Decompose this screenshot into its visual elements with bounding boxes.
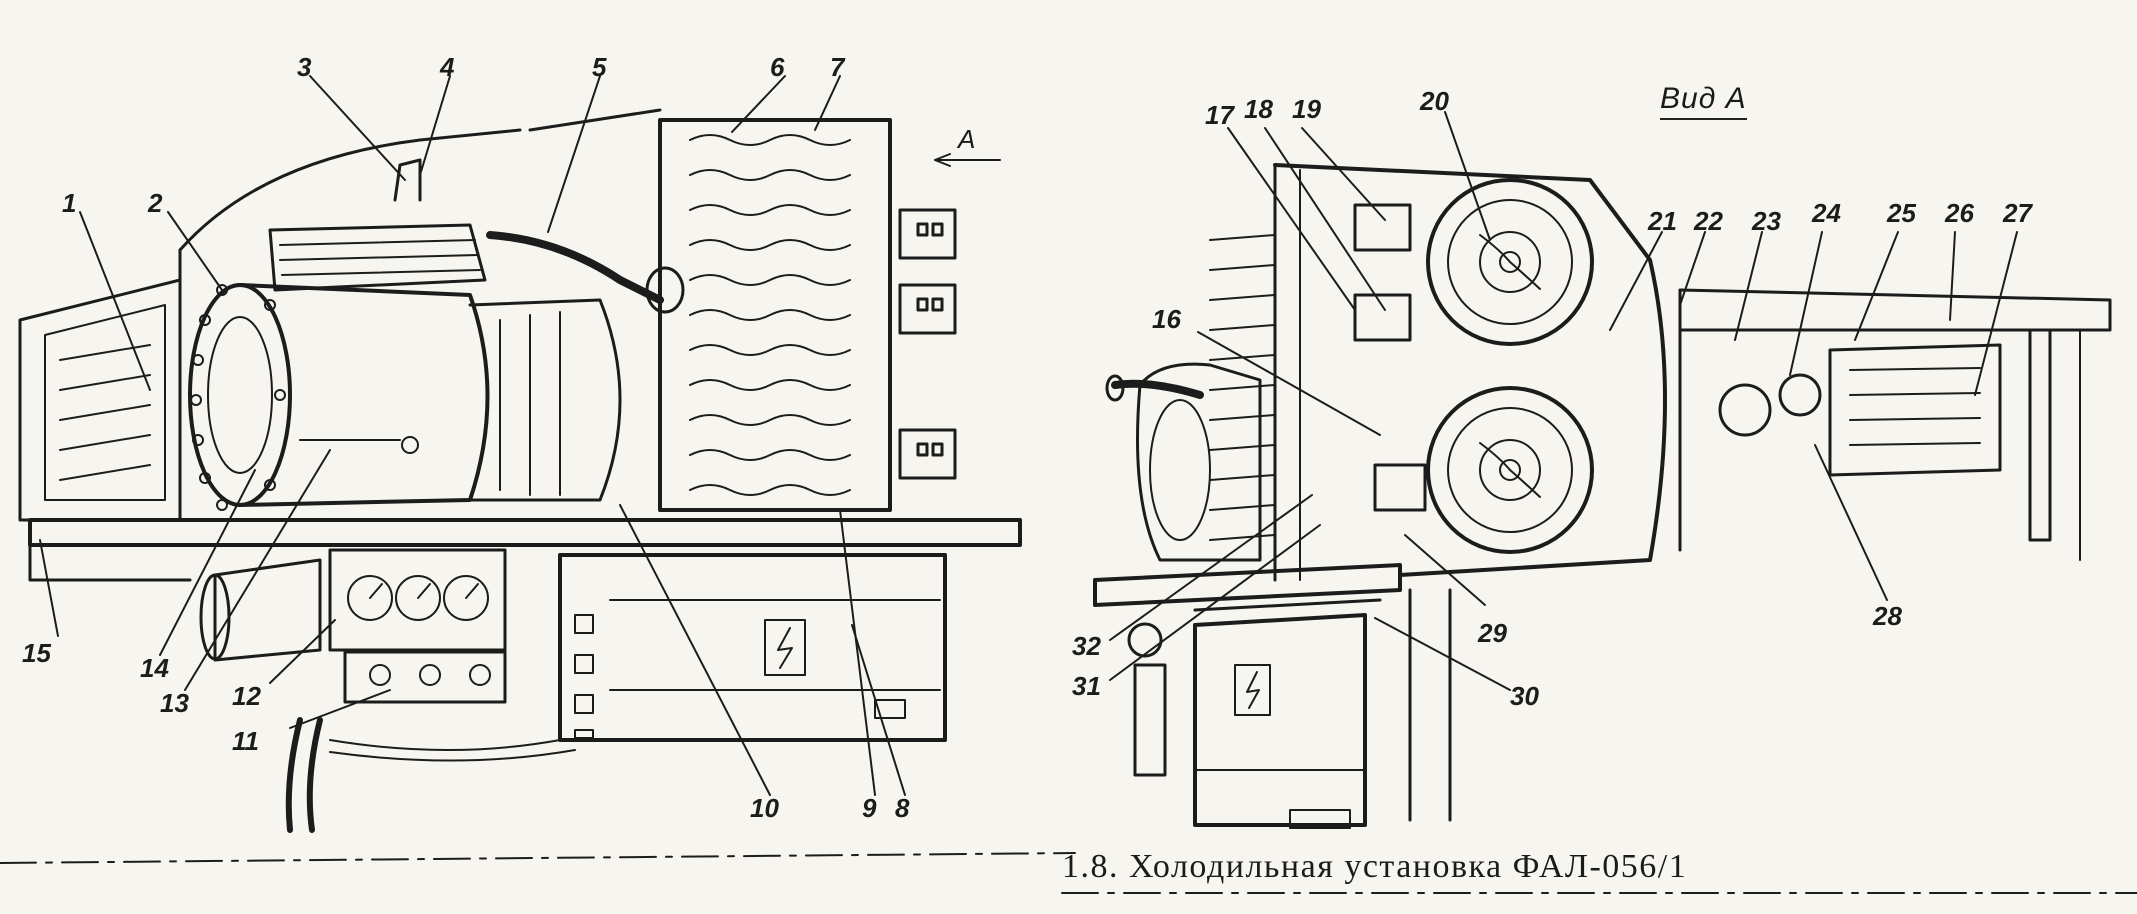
left-view-assembly	[18, 108, 1022, 833]
control-box-right	[1193, 598, 1382, 829]
callout-9: 9	[862, 793, 877, 823]
fan-icon	[1426, 178, 1594, 346]
callout-1: 1	[62, 188, 77, 218]
callout-31: 31	[1072, 671, 1101, 701]
callout-29: 29	[1478, 618, 1507, 648]
callout-4: 4	[440, 52, 455, 82]
callout-14: 14	[140, 653, 169, 683]
callout-28: 28	[1873, 601, 1902, 631]
high-voltage-icon	[1234, 664, 1271, 716]
callout-30: 30	[1510, 681, 1539, 711]
compressor	[188, 223, 490, 511]
leader-lines	[39, 75, 2018, 796]
figure-caption: 1.8. Холодильная установка ФАЛ-056/1	[1062, 848, 1688, 885]
callout-6: 6	[770, 52, 785, 82]
callout-8: 8	[895, 793, 910, 823]
callout-12: 12	[232, 681, 261, 711]
callout-2: 2	[148, 188, 163, 218]
callout-3: 3	[297, 52, 312, 82]
gauge-icon	[347, 575, 489, 621]
callout-20: 20	[1420, 86, 1449, 116]
gauge-panel	[328, 548, 507, 704]
callout-11: 11	[232, 726, 259, 756]
high-voltage-icon	[764, 619, 806, 676]
arrow-a-label: A	[958, 124, 976, 154]
right-view-assembly	[1093, 163, 2112, 829]
callout-21: 21	[1648, 206, 1677, 236]
callout-16: 16	[1152, 304, 1181, 334]
callout-24: 24	[1812, 198, 1841, 228]
callout-13: 13	[160, 688, 189, 718]
callout-23: 23	[1752, 206, 1781, 236]
callout-32: 32	[1072, 631, 1101, 661]
callout-19: 19	[1292, 94, 1321, 124]
callout-26: 26	[1945, 198, 1974, 228]
callout-10: 10	[750, 793, 779, 823]
callout-22: 22	[1694, 206, 1723, 236]
callout-5: 5	[592, 52, 607, 82]
control-box-left	[558, 553, 947, 742]
break-lines	[0, 852, 2137, 894]
condenser	[528, 108, 892, 512]
callout-27: 27	[2003, 198, 2032, 228]
callout-25: 25	[1887, 198, 1916, 228]
fan-icon	[1426, 386, 1594, 554]
callout-17: 17	[1205, 100, 1234, 130]
callout-15: 15	[22, 638, 51, 668]
view-a-label: Вид A	[1660, 82, 1747, 120]
callout-7: 7	[830, 52, 845, 82]
callout-18: 18	[1244, 94, 1273, 124]
